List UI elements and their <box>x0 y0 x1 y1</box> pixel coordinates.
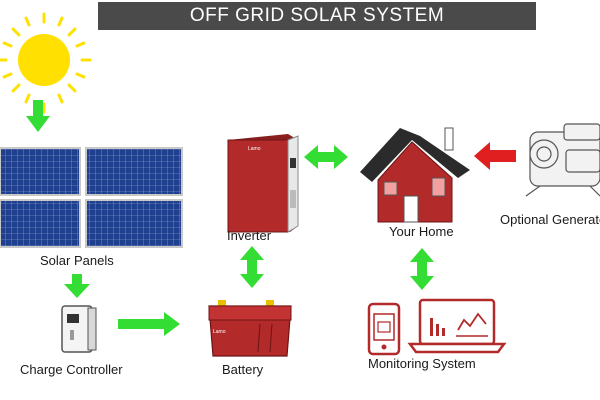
generator-icon <box>525 123 600 197</box>
label-monitoring-system: Monitoring System <box>368 356 476 371</box>
inverter-battery-arrow <box>240 246 264 288</box>
label-solar-panels: Solar Panels <box>40 253 114 268</box>
inverter-icon <box>227 134 299 233</box>
label-optional-generator: Optional Generator <box>500 212 600 227</box>
label-your-home: Your Home <box>389 224 454 239</box>
house-icon <box>360 127 470 223</box>
label-charge-controller: Charge Controller <box>20 362 123 377</box>
solar-panels <box>0 147 183 248</box>
diagram-title: OFF GRID SOLAR SYSTEM <box>98 2 536 30</box>
label-battery: Battery <box>222 362 264 377</box>
battery-brand: Lamo <box>213 329 226 335</box>
label-inverter: Inverter <box>227 228 272 243</box>
home-monitoring-arrow <box>410 248 434 290</box>
sun-to-panels-arrow <box>26 100 50 132</box>
controller-to-battery-arrow <box>118 312 180 336</box>
inverter-home-arrow <box>304 145 348 169</box>
inverter-brand: Lamo <box>248 146 261 152</box>
phone-icon <box>367 302 401 356</box>
laptop-icon <box>407 298 507 354</box>
panels-to-controller-arrow <box>64 274 90 298</box>
charge-controller-icon <box>61 305 97 353</box>
battery-icon <box>208 300 292 357</box>
generator-to-home-arrow <box>474 142 516 170</box>
sun-icon <box>0 12 92 114</box>
